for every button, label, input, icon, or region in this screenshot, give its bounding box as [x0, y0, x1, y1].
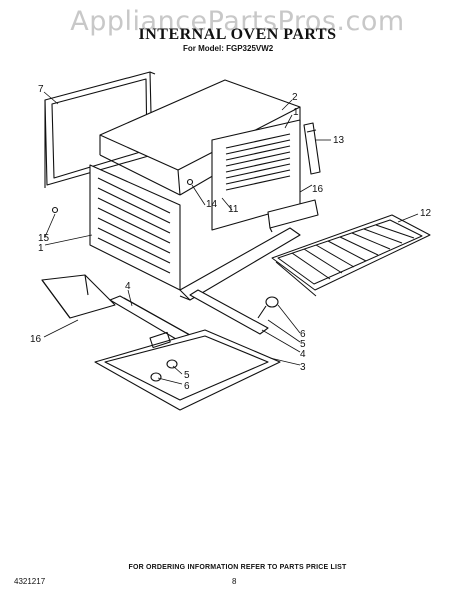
part-13-strip [303, 122, 321, 175]
knob-right [257, 296, 279, 319]
right-baffle [267, 199, 319, 233]
callout-label: 6 [184, 381, 190, 392]
screw-15 [51, 206, 59, 214]
callout-label: 13 [333, 135, 345, 146]
bottom-pan [94, 329, 281, 411]
knob-left [150, 359, 178, 382]
callout-label: 11 [228, 204, 239, 215]
model-subtitle: For Model: FGP325VW2 [183, 44, 274, 53]
burner-right [189, 289, 269, 335]
oven-rack [271, 214, 431, 297]
left-baffle [41, 274, 116, 319]
callout-label: 14 [206, 199, 218, 210]
ordering-note: FOR ORDERING INFORMATION REFER TO PARTS … [128, 564, 347, 571]
callout-label: 4 [300, 349, 306, 360]
callout-label: 5 [300, 339, 306, 350]
callout-label: 15 [38, 233, 50, 244]
callout-labels: 7 2 1 13 15 1 14 11 16 12 4 16 6 5 4 3 5… [30, 84, 432, 392]
callout-label: 16 [30, 334, 42, 345]
oven-floor [179, 227, 301, 301]
callout-label: 3 [300, 362, 306, 373]
callout-label: 6 [300, 329, 306, 340]
callout-label: 1 [293, 107, 299, 118]
callout-label: 16 [312, 184, 324, 195]
callout-label: 4 [125, 281, 131, 292]
callout-label: 5 [184, 370, 190, 381]
right-wall [211, 119, 301, 231]
watermark: AppliancePartsPros.com [70, 6, 405, 37]
callout-label: 1 [38, 243, 44, 254]
page-number: 8 [232, 577, 237, 586]
part-code: 4321217 [14, 577, 46, 586]
left-wall [89, 164, 181, 291]
callout-label: 12 [420, 208, 432, 219]
screw-14 [186, 178, 194, 186]
callout-label: 2 [292, 92, 298, 103]
callout-label: 7 [38, 84, 44, 95]
page-title: INTERNAL OVEN PARTS [138, 26, 337, 43]
leader-lines [43, 91, 419, 385]
